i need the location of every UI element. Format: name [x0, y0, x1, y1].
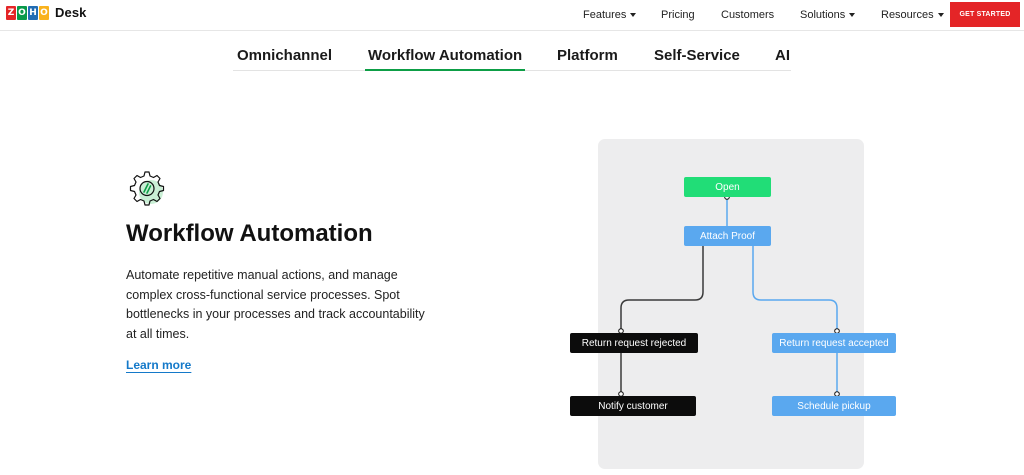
get-started-button[interactable]: GET STARTED [950, 2, 1020, 27]
hero-description: Automate repetitive manual actions, and … [126, 268, 425, 341]
chevron-down-icon [937, 13, 944, 18]
top-navigation: Z O H O Desk Features Pricing Customers … [0, 0, 1024, 31]
tab-platform[interactable]: Platform [557, 47, 618, 64]
active-tab-indicator [365, 69, 525, 71]
tab-workflow-automation[interactable]: Workflow Automation [368, 47, 523, 64]
page-title: Workflow Automation [126, 220, 373, 247]
node-schedule-pickup: Schedule pickup [772, 396, 896, 416]
node-notify-customer: Notify customer [570, 396, 696, 416]
tab-omnichannel[interactable]: Omnichannel [237, 47, 333, 64]
zoho-logo-letters: Z O H O [6, 5, 49, 20]
nav-pricing[interactable]: Pricing [661, 9, 695, 21]
chevron-down-icon [849, 13, 856, 18]
tab-ai[interactable]: AI [775, 47, 790, 64]
nav-resources[interactable]: Resources [881, 9, 944, 21]
node-open: Open [684, 177, 771, 197]
nav-customers[interactable]: Customers [721, 9, 775, 21]
nav-features[interactable]: Features [583, 9, 637, 21]
learn-more-link[interactable]: Learn more [126, 358, 192, 372]
tab-self-service[interactable]: Self-Service [654, 47, 740, 64]
node-attach-proof: Attach Proof [684, 226, 771, 246]
chevron-down-icon [630, 13, 637, 18]
product-name: Desk [55, 5, 87, 20]
feature-tabs: Omnichannel Workflow Automation Platform… [233, 37, 791, 71]
node-return-request-accepted: Return request accepted [772, 333, 896, 353]
nav-solutions[interactable]: Solutions [800, 9, 856, 21]
zoho-desk-logo[interactable]: Z O H O Desk [6, 5, 86, 20]
node-return-request-rejected: Return request rejected [570, 333, 698, 353]
gear-icon [129, 171, 165, 206]
